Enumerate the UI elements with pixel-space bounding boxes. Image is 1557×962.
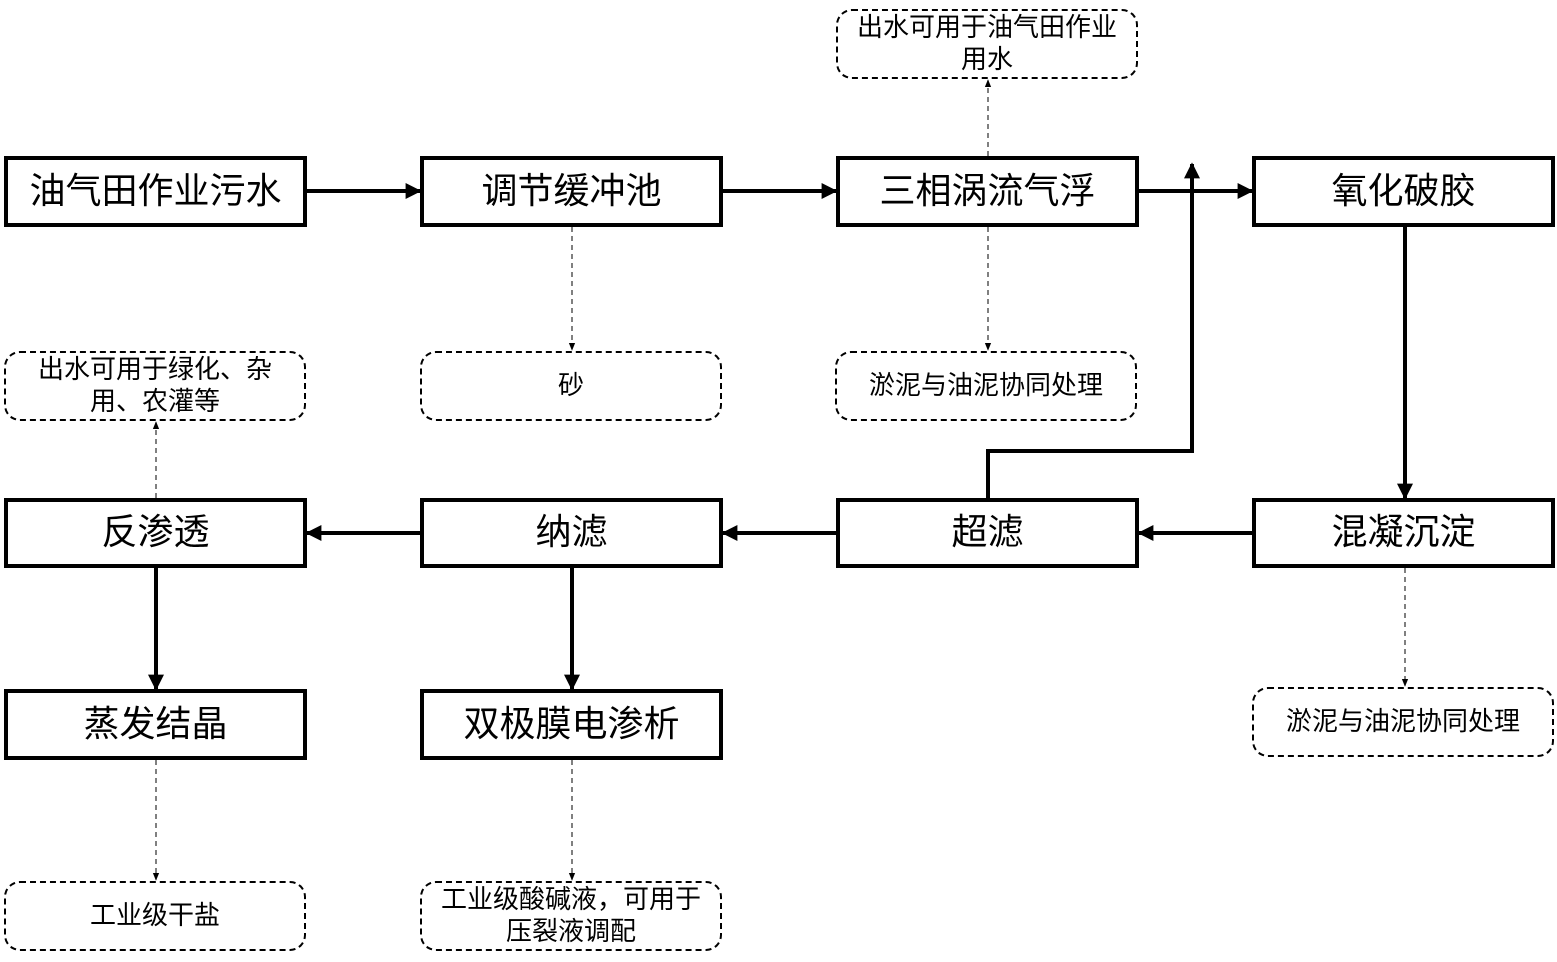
output-ro-water-label: 出水可用于绿化、杂用、农灌等	[37, 355, 272, 417]
step-buffer-label: 调节缓冲池	[481, 170, 662, 212]
step-nanofiltration-label: 纳滤	[535, 512, 608, 553]
arrow-ultrafiltration-recycle	[986, 162, 1200, 498]
step-source-label: 油气田作业污水	[29, 170, 282, 212]
step-buffer-tank: 调节缓冲池	[420, 156, 723, 227]
output-sand-label: 砂	[557, 371, 584, 401]
output-acid-base: 工业级酸碱液，可用于压裂液调配	[420, 881, 722, 951]
output-industrial-salt: 工业级干盐	[4, 881, 306, 951]
step-ro-label: 反渗透	[101, 512, 210, 553]
output-acid-base-label: 工业级酸碱液，可用于压裂液调配	[440, 885, 701, 947]
step-coagulation-sedimentation: 混凝沉淀	[1252, 498, 1555, 568]
step-vortex-flotation: 三相涡流气浮	[836, 156, 1139, 227]
output-salt-label: 工业级干盐	[89, 901, 220, 931]
step-coagulation-label: 混凝沉淀	[1331, 512, 1476, 553]
output-sand: 砂	[420, 351, 722, 421]
output-coagulation-sludge-label: 淤泥与油泥协同处理	[1285, 707, 1520, 737]
output-ro-water: 出水可用于绿化、杂用、农灌等	[4, 351, 306, 421]
step-ultrafiltration: 超滤	[836, 498, 1139, 568]
step-oxidation-gel-breaking: 氧化破胶	[1252, 156, 1555, 227]
step-source-wastewater: 油气田作业污水	[4, 156, 307, 227]
step-flotation-label: 三相涡流气浮	[879, 170, 1096, 212]
step-evaporation-crystallization: 蒸发结晶	[4, 689, 307, 760]
step-evaporation-label: 蒸发结晶	[83, 703, 228, 745]
output-flotation-water-label: 出水可用于油气田作业用水	[856, 13, 1117, 75]
step-reverse-osmosis: 反渗透	[4, 498, 307, 568]
step-ultrafiltration-label: 超滤	[951, 512, 1024, 553]
output-flotation-sludge-label: 淤泥与油泥协同处理	[868, 371, 1103, 401]
step-electrodialysis-label: 双极膜电渗析	[463, 703, 680, 745]
output-coagulation-sludge: 淤泥与油泥协同处理	[1252, 687, 1554, 757]
output-flotation-water: 出水可用于油气田作业用水	[836, 9, 1138, 79]
step-bipolar-electrodialysis: 双极膜电渗析	[420, 689, 723, 760]
output-flotation-sludge: 淤泥与油泥协同处理	[835, 351, 1137, 421]
step-nanofiltration: 纳滤	[420, 498, 723, 568]
step-oxidation-label: 氧化破胶	[1331, 170, 1476, 212]
